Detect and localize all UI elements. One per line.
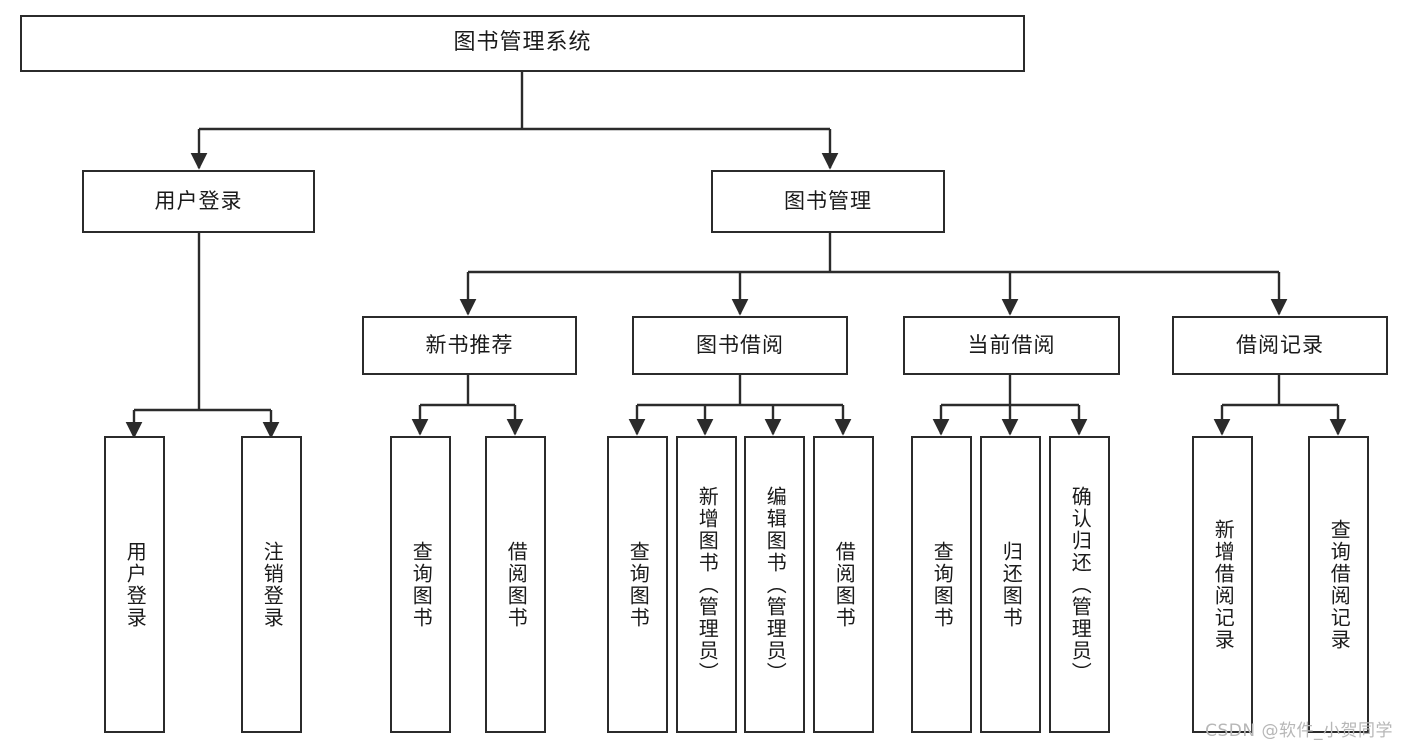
leaf-logout-label: 注销登录 <box>260 540 285 629</box>
leaf-return-book-label: 归还图书 <box>999 540 1024 629</box>
node-book-management-label: 图书管理 <box>784 188 872 213</box>
node-new-book-recommend-label: 新书推荐 <box>425 332 514 357</box>
leaf-logout[interactable]: 注销登录 <box>241 436 302 733</box>
leaf-confirm-return-admin[interactable]: 确认归还（管理员） <box>1049 436 1110 733</box>
leaf-query-borrow-record-label: 查询借阅记录 <box>1327 518 1352 651</box>
node-borrow-record[interactable]: 借阅记录 <box>1172 316 1388 375</box>
node-root[interactable]: 图书管理系统 <box>20 15 1025 72</box>
leaf-user-login[interactable]: 用户登录 <box>104 436 165 733</box>
leaf-query-book-1[interactable]: 查询图书 <box>390 436 451 733</box>
leaf-add-book-admin-label: 新增图书（管理员） <box>695 485 720 684</box>
leaf-borrow-book-2[interactable]: 借阅图书 <box>813 436 874 733</box>
node-book-borrow[interactable]: 图书借阅 <box>632 316 848 375</box>
leaf-borrow-book-1-label: 借阅图书 <box>504 540 529 629</box>
node-new-book-recommend[interactable]: 新书推荐 <box>362 316 577 375</box>
node-current-borrow[interactable]: 当前借阅 <box>903 316 1120 375</box>
leaf-query-book-2-label: 查询图书 <box>626 540 651 629</box>
node-borrow-record-label: 借阅记录 <box>1236 332 1324 357</box>
leaf-user-login-label: 用户登录 <box>123 540 148 629</box>
node-book-management[interactable]: 图书管理 <box>711 170 945 233</box>
leaf-query-book-1-label: 查询图书 <box>409 540 434 629</box>
leaf-add-book-admin[interactable]: 新增图书（管理员） <box>676 436 737 733</box>
leaf-query-book-3-label: 查询图书 <box>930 540 955 629</box>
leaf-query-book-2[interactable]: 查询图书 <box>607 436 668 733</box>
leaf-confirm-return-admin-label: 确认归还（管理员） <box>1068 485 1093 684</box>
leaf-query-book-3[interactable]: 查询图书 <box>911 436 972 733</box>
leaf-query-borrow-record[interactable]: 查询借阅记录 <box>1308 436 1369 733</box>
leaf-edit-book-admin-label: 编辑图书（管理员） <box>763 485 788 684</box>
leaf-borrow-book-1[interactable]: 借阅图书 <box>485 436 546 733</box>
node-root-label: 图书管理系统 <box>453 30 592 56</box>
leaf-return-book[interactable]: 归还图书 <box>980 436 1041 733</box>
node-user-login[interactable]: 用户登录 <box>82 170 315 233</box>
leaf-add-borrow-record-label: 新增借阅记录 <box>1211 518 1236 651</box>
watermark: CSDN @软件_小贺同学 <box>1205 721 1393 741</box>
node-book-borrow-label: 图书借阅 <box>696 332 784 357</box>
leaf-borrow-book-2-label: 借阅图书 <box>832 540 857 629</box>
leaf-add-borrow-record[interactable]: 新增借阅记录 <box>1192 436 1253 733</box>
node-current-borrow-label: 当前借阅 <box>967 332 1056 357</box>
node-user-login-label: 用户登录 <box>154 188 243 213</box>
leaf-edit-book-admin[interactable]: 编辑图书（管理员） <box>744 436 805 733</box>
